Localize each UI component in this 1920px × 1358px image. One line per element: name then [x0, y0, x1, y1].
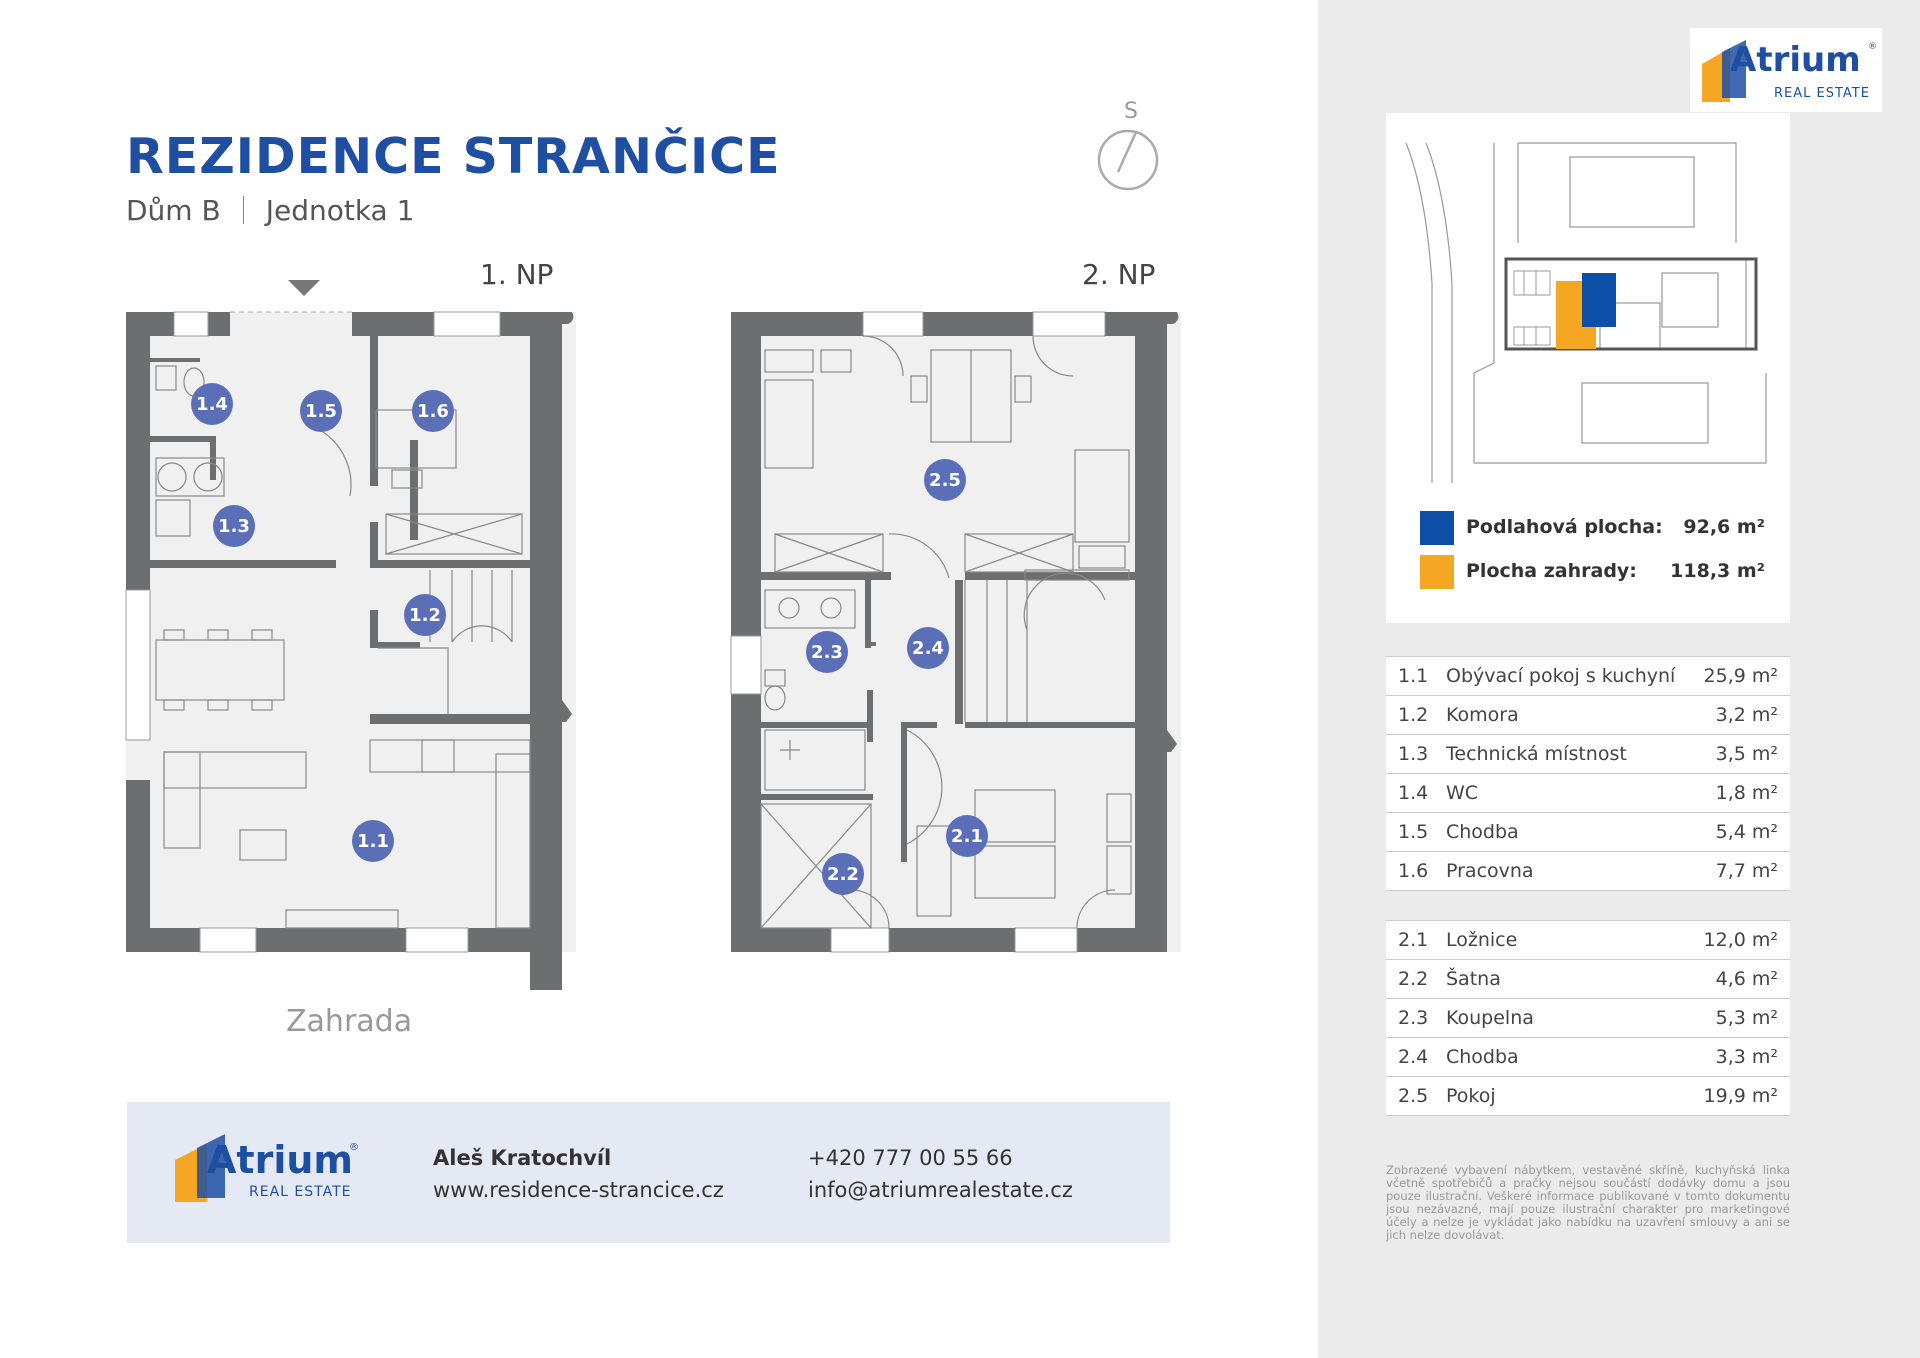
room-badge-1.4[interactable]: 1.4	[191, 383, 233, 425]
contact-phone[interactable]: +420 777 00 55 66	[808, 1146, 1013, 1170]
ground-floor-plan	[125, 280, 576, 990]
legend-swatch-blue	[1420, 511, 1454, 545]
room-badge-1.6[interactable]: 1.6	[412, 390, 454, 432]
svg-text:1.3: 1.3	[218, 516, 250, 537]
room-badge-2.4[interactable]: 2.4	[907, 627, 949, 669]
upper-floor-plan: 2.1 2.2 2.3 2.4 2.5	[730, 311, 1181, 953]
room-badge-1.2[interactable]: 1.2	[404, 594, 446, 636]
header-logo-wordmark: Atrium	[1730, 40, 1861, 80]
svg-text:1.4: 1.4	[196, 394, 228, 415]
house-label: Dům B	[126, 194, 221, 227]
site-unit-area	[1582, 273, 1616, 327]
header-logo-subtitle: REAL ESTATE	[1774, 86, 1870, 101]
svg-text:1.2: 1.2	[409, 605, 441, 626]
compass-icon: S	[1097, 99, 1159, 191]
disclaimer-text: Zobrazené vybavení nábytkem, vestavěné s…	[1386, 1163, 1790, 1242]
header-atrium-logo[interactable]: Atrium ® REAL ESTATE	[1690, 28, 1882, 112]
room-badge-1.3[interactable]: 1.3	[213, 505, 255, 547]
atrium-logo-mark-icon	[175, 1134, 225, 1202]
legend-floor-area: Podlahová plocha: 92,6 m²	[1420, 511, 1765, 545]
ground-floor-label: 1. NP	[480, 258, 554, 291]
room-badge-1.5[interactable]: 1.5	[300, 390, 342, 432]
site-plan-card: Podlahová plocha: 92,6 m² Plocha zahrady…	[1386, 113, 1790, 623]
unit-label: Jednotka 1	[265, 194, 415, 227]
logo-subtitle: REAL ESTATE	[249, 1184, 352, 1200]
logo-registered-mark: ®	[349, 1142, 359, 1153]
legend-garden-area-label: Plocha zahrady:	[1466, 560, 1637, 582]
plan-sheet: REZIDENCE STRANČICE Dům B Jednotka 1 S 1.…	[125, 99, 1181, 1243]
svg-text:1.1: 1.1	[357, 831, 389, 852]
svg-text:2.1: 2.1	[951, 826, 983, 847]
logo-wordmark: Atrium	[207, 1138, 353, 1182]
room-badge-2.1[interactable]: 2.1	[946, 815, 988, 857]
page-subtitle: Dům B Jednotka 1	[126, 194, 414, 227]
svg-text:2.2: 2.2	[827, 864, 859, 885]
atrium-logo[interactable]: Atrium ® REAL ESTATE	[167, 1132, 367, 1202]
header-logo-registered-mark: ®	[1868, 42, 1877, 52]
legend-floor-area-label: Podlahová plocha:	[1466, 516, 1663, 538]
contact-email-link[interactable]: info@atriumrealestate.cz	[808, 1178, 1073, 1202]
subtitle-divider	[242, 196, 244, 224]
room-badge-1.1[interactable]: 1.1	[352, 820, 394, 862]
legend-floor-area-value: 92,6 m²	[1683, 516, 1765, 538]
legend-garden-area-value: 118,3 m²	[1670, 560, 1765, 582]
compass-north-label: S	[1124, 99, 1138, 124]
upper-floor-label: 2. NP	[1082, 258, 1156, 291]
ground-floor-badges: 1.1 1.2 1.3 1.4 1.5 1.6	[191, 383, 454, 862]
svg-text:2.4: 2.4	[912, 638, 944, 659]
svg-text:1.6: 1.6	[417, 401, 449, 422]
site-plan-map	[1405, 142, 1767, 483]
room-badge-2.2[interactable]: 2.2	[822, 853, 864, 895]
page-title: REZIDENCE STRANČICE	[126, 128, 781, 185]
contact-website-link[interactable]: www.residence-strancice.cz	[433, 1178, 724, 1202]
legend-garden-area: Plocha zahrady: 118,3 m²	[1420, 555, 1765, 589]
garden-label: Zahrada	[286, 1004, 413, 1039]
svg-text:1.5: 1.5	[305, 401, 337, 422]
svg-text:2.5: 2.5	[929, 470, 961, 491]
room-badge-2.5[interactable]: 2.5	[924, 459, 966, 501]
legend-swatch-orange	[1420, 555, 1454, 589]
entrance-arrow-icon	[288, 280, 320, 296]
room-badge-2.3[interactable]: 2.3	[806, 631, 848, 673]
svg-text:2.3: 2.3	[811, 642, 843, 663]
contact-name: Aleš Kratochvíl	[433, 1146, 612, 1170]
header-logo-mark-icon	[1702, 40, 1746, 102]
contact-strip: Atrium ® REAL ESTATE Aleš Kratochvíl www…	[127, 1102, 1170, 1243]
